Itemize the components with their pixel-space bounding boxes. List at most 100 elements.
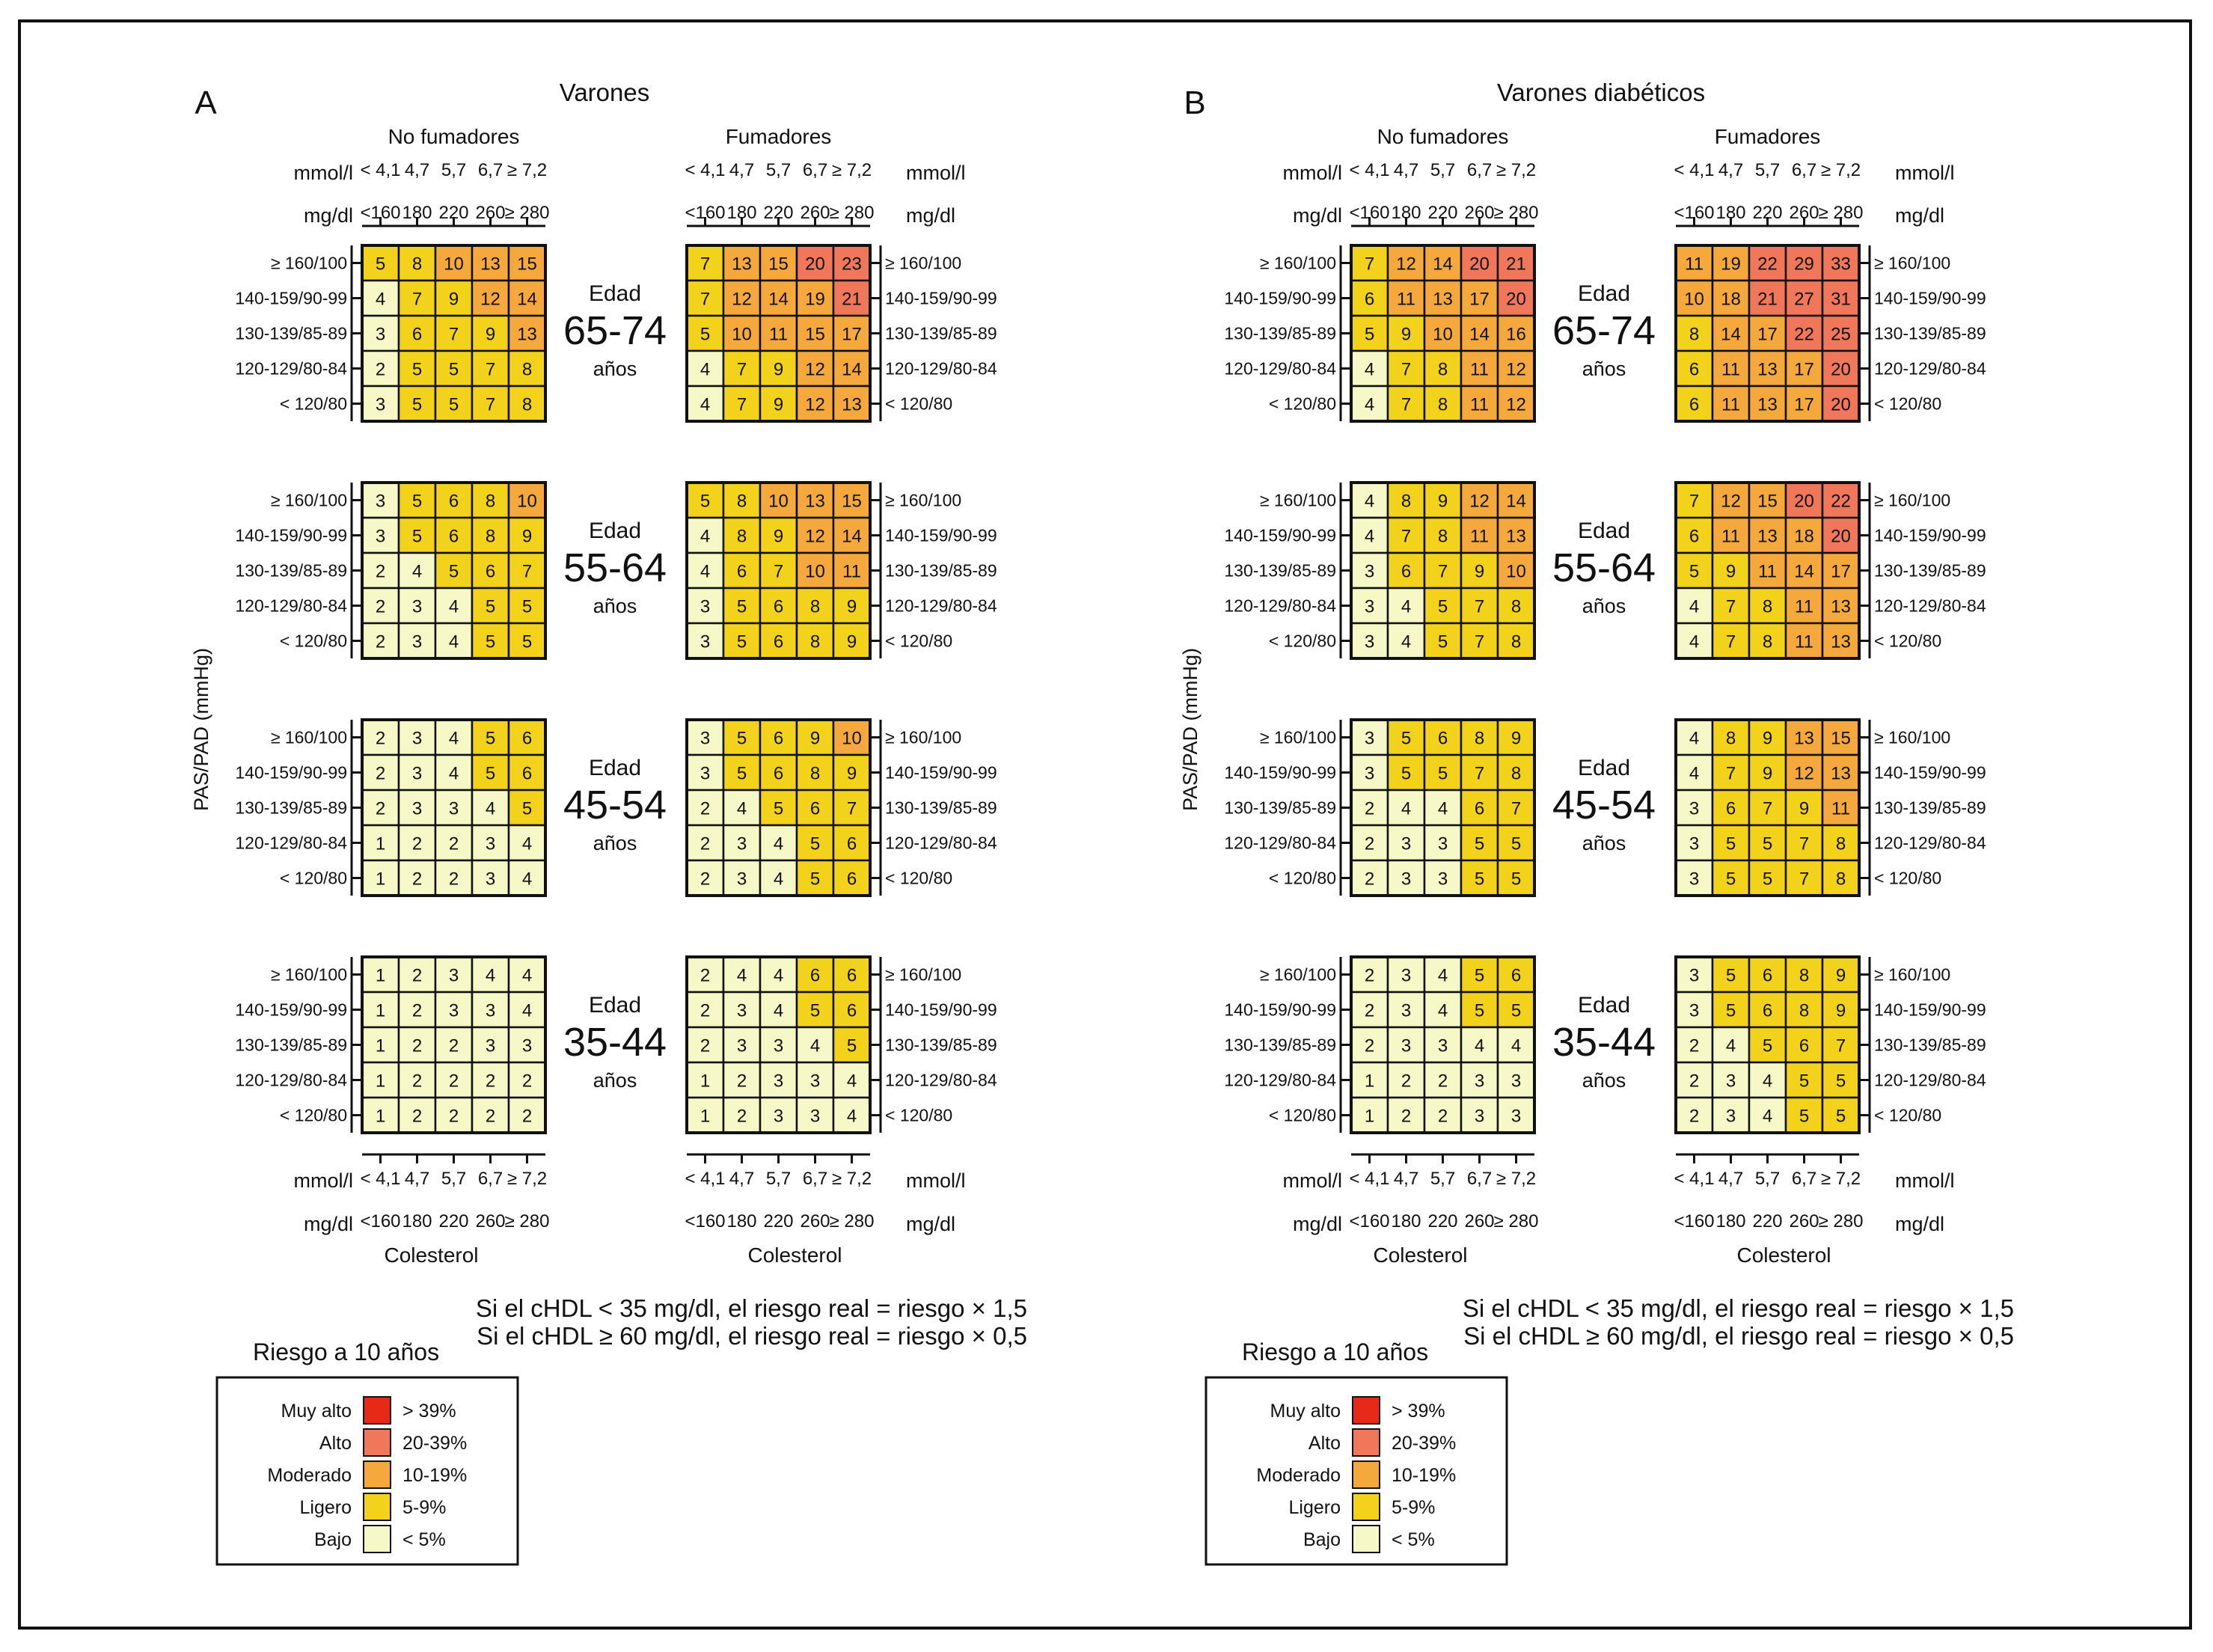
- bp-row-label: < 120/80: [1269, 1106, 1336, 1125]
- risk-cell-value: 3: [486, 834, 495, 854]
- risk-cell: [795, 824, 835, 862]
- legend-level-name: Ligero: [300, 1497, 352, 1518]
- risk-cell-value: 4: [1401, 799, 1411, 819]
- risk-cell-value: 5: [737, 597, 747, 617]
- risk-cell-value: 7: [1511, 799, 1521, 819]
- risk-cell-value: 14: [842, 527, 862, 547]
- risk-cell-value: 8: [522, 395, 532, 415]
- risk-cell-value: 3: [1689, 869, 1699, 890]
- risk-cell-value: 3: [1365, 562, 1374, 582]
- risk-cell-value: 6: [486, 562, 495, 582]
- risk-cell: [361, 516, 400, 554]
- risk-cell-value: 3: [1365, 632, 1374, 652]
- risk-cell-value: 4: [486, 966, 495, 986]
- x-axis-label: Colesterol: [1736, 1243, 1831, 1267]
- risk-cell: [1386, 1061, 1426, 1099]
- grid-border: [685, 481, 872, 660]
- risk-cell-value: 13: [805, 492, 825, 512]
- risk-cell-value: 4: [1365, 527, 1374, 547]
- bp-row-label: 120-129/80-84: [235, 596, 347, 616]
- chol-mgdl-tick-label: 180: [726, 1211, 756, 1232]
- risk-cell: [1711, 955, 1751, 994]
- risk-cell-value: 2: [412, 1071, 422, 1092]
- risk-cell: [397, 385, 437, 423]
- legend-level-name: Alto: [1308, 1433, 1341, 1454]
- risk-cell: [1423, 551, 1463, 590]
- chol-mmol-tick-label: 4,7: [405, 160, 429, 180]
- risk-cell-value: 5: [810, 834, 820, 854]
- risk-cell: [1386, 1096, 1426, 1134]
- bp-row-label: 140-159/90-99: [1874, 763, 1986, 783]
- risk-cell-value: 4: [449, 632, 459, 652]
- risk-cell-value: 19: [1721, 254, 1741, 275]
- risk-cell-value: 2: [412, 1107, 422, 1127]
- risk-cell-value: 3: [449, 799, 459, 819]
- risk-cell-value: 14: [517, 290, 537, 310]
- risk-cell: [434, 279, 474, 317]
- risk-cell-value: 3: [1401, 966, 1411, 986]
- risk-cell-value: 8: [737, 492, 747, 512]
- risk-cell-value: 4: [700, 562, 710, 582]
- grid-border: [361, 244, 547, 423]
- age-range-label: 35-44: [1552, 1020, 1656, 1065]
- risk-cell-value: 3: [376, 492, 385, 512]
- chol-mmol-tick-label: 4,7: [729, 160, 754, 180]
- bp-row-label: ≥ 160/100: [885, 728, 961, 747]
- risk-cell-value: 3: [412, 632, 422, 652]
- age-unit-label: años: [593, 1069, 637, 1092]
- chol-mmol-tick-label: ≥ 7,2: [1821, 1169, 1861, 1189]
- risk-cell-value: 3: [774, 1036, 783, 1056]
- risk-cell-value: 2: [522, 1107, 532, 1127]
- chol-mmol-tick-label: 6,7: [1792, 1169, 1816, 1189]
- bp-row-label: < 120/80: [280, 1106, 347, 1125]
- legend-swatch: [363, 1460, 391, 1489]
- bp-row-label: 130-139/85-89: [1874, 798, 1986, 818]
- risk-cell: [795, 622, 835, 660]
- chol-mgdl-tick-label: <160: [1349, 1211, 1389, 1232]
- risk-cell-value: 8: [737, 527, 747, 547]
- risk-cell-value: 5: [412, 492, 422, 512]
- bp-row-label: 140-159/90-99: [235, 1000, 347, 1020]
- risk-cell-value: 6: [412, 325, 422, 345]
- risk-cell: [832, 789, 872, 827]
- chol-mmol-tick-label: 4,7: [1394, 160, 1418, 180]
- chol-mmol-tick-label: 5,7: [441, 160, 466, 180]
- risk-cell-value: 3: [1365, 597, 1374, 617]
- chol-mmol-tick-label: < 4,1: [685, 1169, 725, 1189]
- chol-mmol-tick-label: < 4,1: [360, 160, 400, 180]
- risk-cell-value: 10: [1506, 562, 1526, 582]
- bp-row-label: 130-139/85-89: [885, 324, 997, 343]
- risk-cell-value: 8: [1799, 1001, 1809, 1021]
- risk-cell-value: 13: [1831, 632, 1851, 652]
- risk-cell-value: 17: [1469, 290, 1490, 310]
- risk-cell-value: 20: [1506, 290, 1526, 310]
- risk-cell-value: 8: [1401, 492, 1411, 512]
- risk-cell: [1748, 789, 1787, 827]
- risk-cell-value: 7: [847, 799, 857, 819]
- risk-cell-value: 4: [1365, 360, 1374, 380]
- risk-cell: [722, 753, 762, 792]
- risk-cell-value: 6: [1689, 395, 1699, 415]
- risk-cell-value: 6: [1438, 729, 1448, 749]
- risk-cell-value: 2: [1365, 1001, 1374, 1021]
- risk-cell: [832, 622, 872, 660]
- risk-cell-value: 3: [737, 1001, 747, 1021]
- risk-cell-value: 6: [449, 527, 459, 547]
- risk-cell-value: 2: [1365, 799, 1374, 819]
- bp-row-label: 130-139/85-89: [235, 324, 347, 343]
- risk-cell-value: 3: [1726, 1071, 1736, 1092]
- risk-cell-value: 6: [847, 869, 857, 890]
- risk-cell: [1496, 1061, 1536, 1099]
- risk-cell-value: 22: [1757, 254, 1778, 275]
- risk-cell-value: 6: [847, 834, 857, 854]
- risk-cell-value: 4: [486, 799, 495, 819]
- group-label-smokers: Fumadores: [726, 125, 832, 148]
- risk-cell-value: 6: [810, 799, 820, 819]
- risk-cell-value: 5: [1401, 764, 1411, 784]
- risk-cell-value: 5: [1836, 1107, 1846, 1127]
- risk-cell-value: 4: [376, 290, 385, 310]
- chol-mgdl-tick-label: 180: [1715, 203, 1745, 223]
- risk-cell-value: 3: [1689, 799, 1699, 819]
- risk-cell: [471, 1096, 510, 1134]
- risk-cell-value: 13: [732, 254, 752, 275]
